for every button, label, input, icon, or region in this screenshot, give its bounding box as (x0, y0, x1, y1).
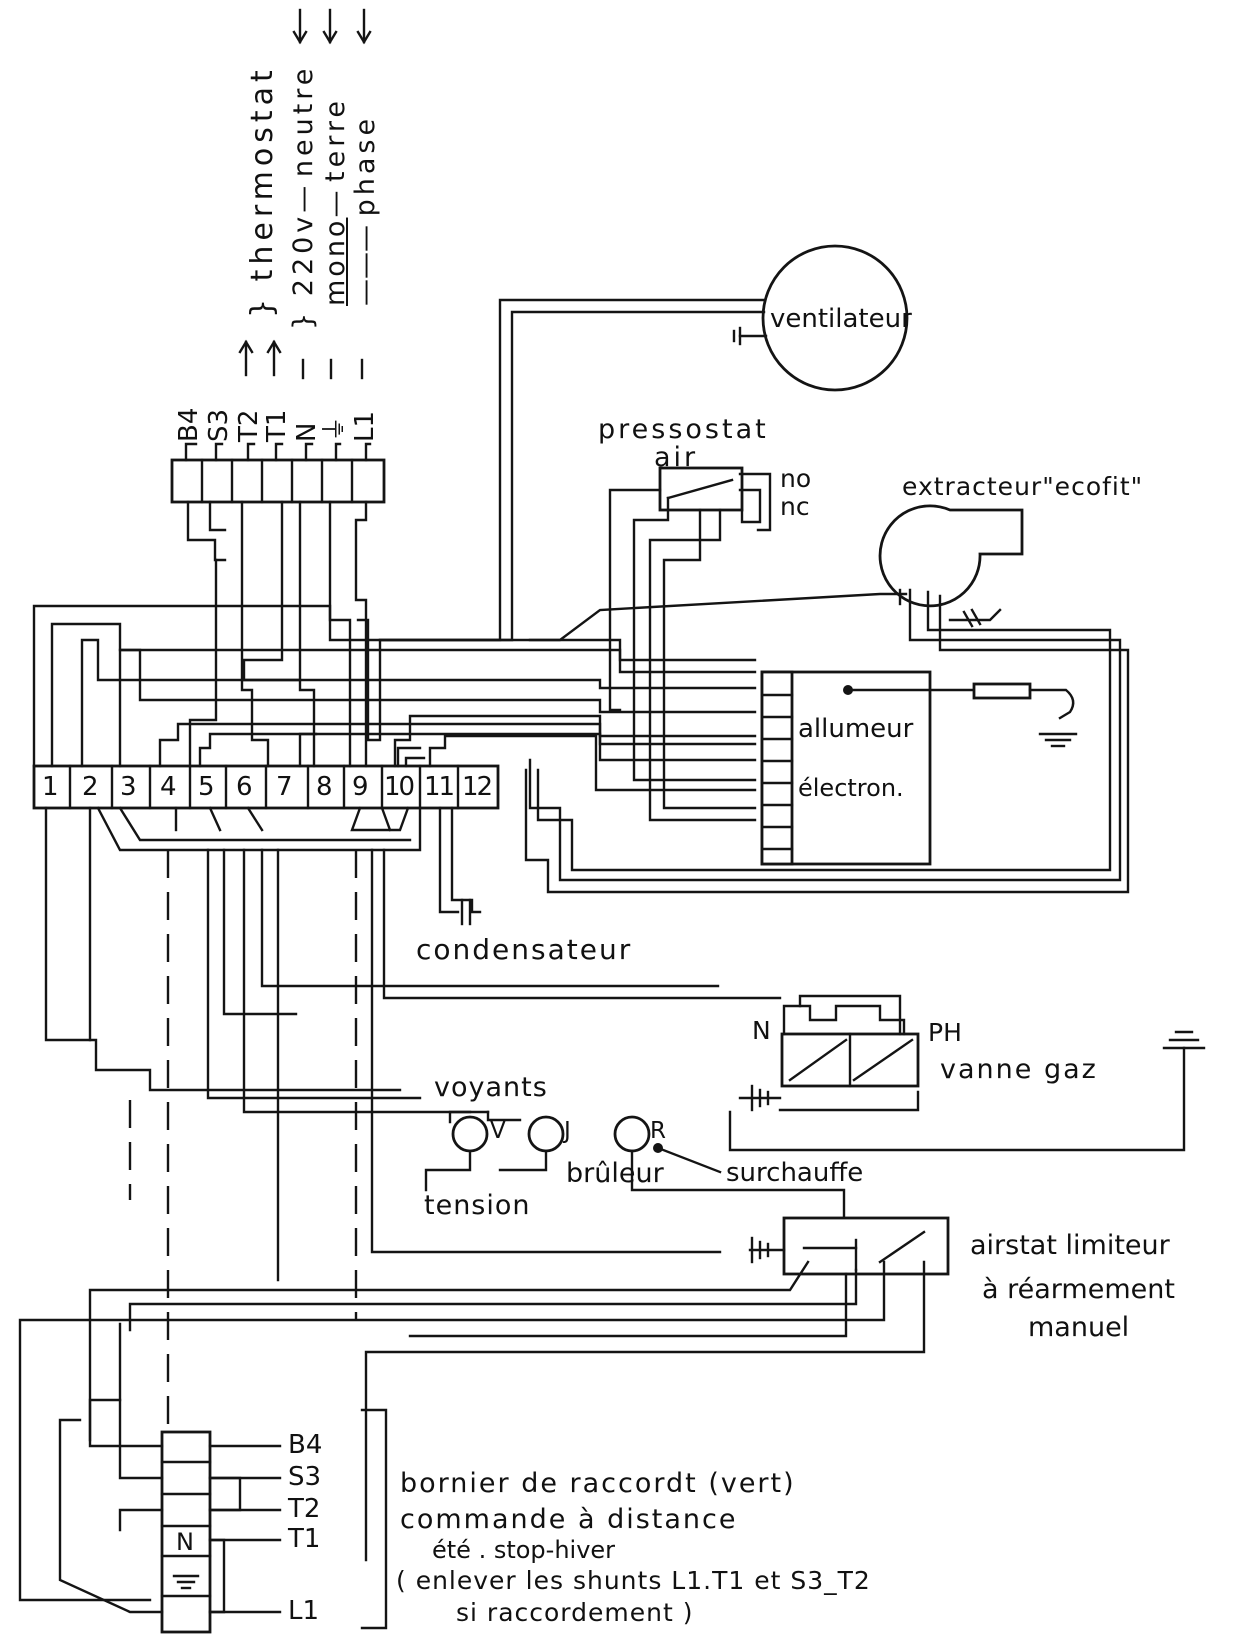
allumeur-electronique (760, 670, 1078, 866)
terminal-3: 3 (120, 772, 137, 802)
voyants-lamps (424, 1110, 846, 1222)
terminal-12: 12 (462, 772, 493, 802)
vanne-ph-label: PH (928, 1018, 962, 1047)
terminal-4: 4 (160, 772, 177, 802)
terminal-10: 10 (384, 772, 415, 802)
surchauffe-label: surchauffe (726, 1158, 864, 1188)
phase-label: ——— phase (350, 114, 381, 306)
airstat-limiteur (18, 1216, 950, 1602)
no-label: no (780, 464, 812, 493)
terminal-1: 1 (42, 772, 59, 802)
pressostat-air-label: air (654, 442, 699, 473)
voyants-label: voyants (434, 1072, 548, 1103)
bottom-terminal-l1: L1 (288, 1596, 320, 1626)
tension-label: tension (424, 1190, 531, 1221)
vanne-gaz-label: vanne gaz (940, 1054, 1098, 1085)
ventilateur-motor (356, 244, 909, 742)
main-terminal-strip (32, 764, 500, 810)
terminal-5: 5 (198, 772, 215, 802)
terminal-6: 6 (236, 772, 253, 802)
airstat-label: airstat limiteur (970, 1230, 1170, 1261)
top-terminal-s3: S3 (204, 408, 234, 442)
terminal-7: 7 (276, 772, 293, 802)
condensateur-label: condensateur (416, 933, 633, 966)
extracteur-blower (524, 504, 1130, 894)
wires-vertical-drops (44, 806, 782, 1440)
condensateur-capacitor (438, 806, 482, 926)
bottom-terminal-t2: T2 (288, 1494, 321, 1524)
note-enlever: ( enlever les shunts L1.T1 et S3_T2 (396, 1566, 871, 1595)
vanne-n-label: N (752, 1016, 771, 1045)
phase-neutre-label: } 220v— neutre (288, 64, 319, 330)
bottom-terminal-b4: B4 (288, 1430, 323, 1460)
extracteur-label: extracteur"ecofit" (902, 472, 1144, 501)
wires-bus (32, 604, 757, 792)
electron-label: électron. (798, 774, 904, 802)
bottom-block-n-mark: N (176, 1528, 194, 1556)
terminal-8: 8 (316, 772, 333, 802)
ventilateur-label: ventilateur (770, 304, 912, 334)
voyant-v-label: V (490, 1118, 506, 1144)
bottom-terminal-block (58, 1322, 388, 1634)
pressostat-switch (608, 466, 772, 822)
allumeur-label: allumeur (798, 714, 914, 744)
voyant-r-label: R (650, 1118, 666, 1144)
terminal-11: 11 (424, 772, 455, 802)
note-bornier: bornier de raccordt (vert) (400, 1468, 796, 1499)
thermostat-label: } thermostat (245, 65, 280, 318)
note-commande: commande à distance (400, 1504, 738, 1535)
terminal-9: 9 (352, 772, 369, 802)
top-terminal-ground: ⏚ (320, 415, 350, 442)
top-terminal-b4: B4 (174, 407, 204, 442)
nc-label: nc (780, 492, 810, 521)
note-si-raccordement: si raccordement ) (456, 1598, 694, 1627)
bottom-terminal-t1: T1 (288, 1524, 321, 1554)
bruleur-label: brûleur (566, 1158, 664, 1189)
wires-lower-bars (96, 806, 422, 852)
vanne-gaz-valve (728, 994, 1206, 1152)
note-ete: été . stop-hiver (432, 1536, 616, 1564)
bottom-terminal-s3: S3 (288, 1462, 322, 1492)
supply-arrows (238, 8, 372, 380)
pressostat-label: pressostat (598, 414, 769, 445)
terre-label: mono— terre (320, 97, 351, 306)
top-terminal-n: N (292, 422, 322, 442)
top-terminal-t2: T2 (234, 409, 264, 442)
top-terminal-t1: T1 (262, 409, 292, 442)
manuel-label: manuel (1028, 1312, 1130, 1343)
rearmement-label: à réarmement (982, 1274, 1175, 1305)
top-terminal-strip (170, 442, 386, 504)
terminal-2: 2 (82, 772, 99, 802)
voyant-j-label: J (564, 1118, 571, 1144)
top-terminal-l1: L1 (350, 410, 380, 442)
wires-top-to-main (186, 500, 368, 768)
